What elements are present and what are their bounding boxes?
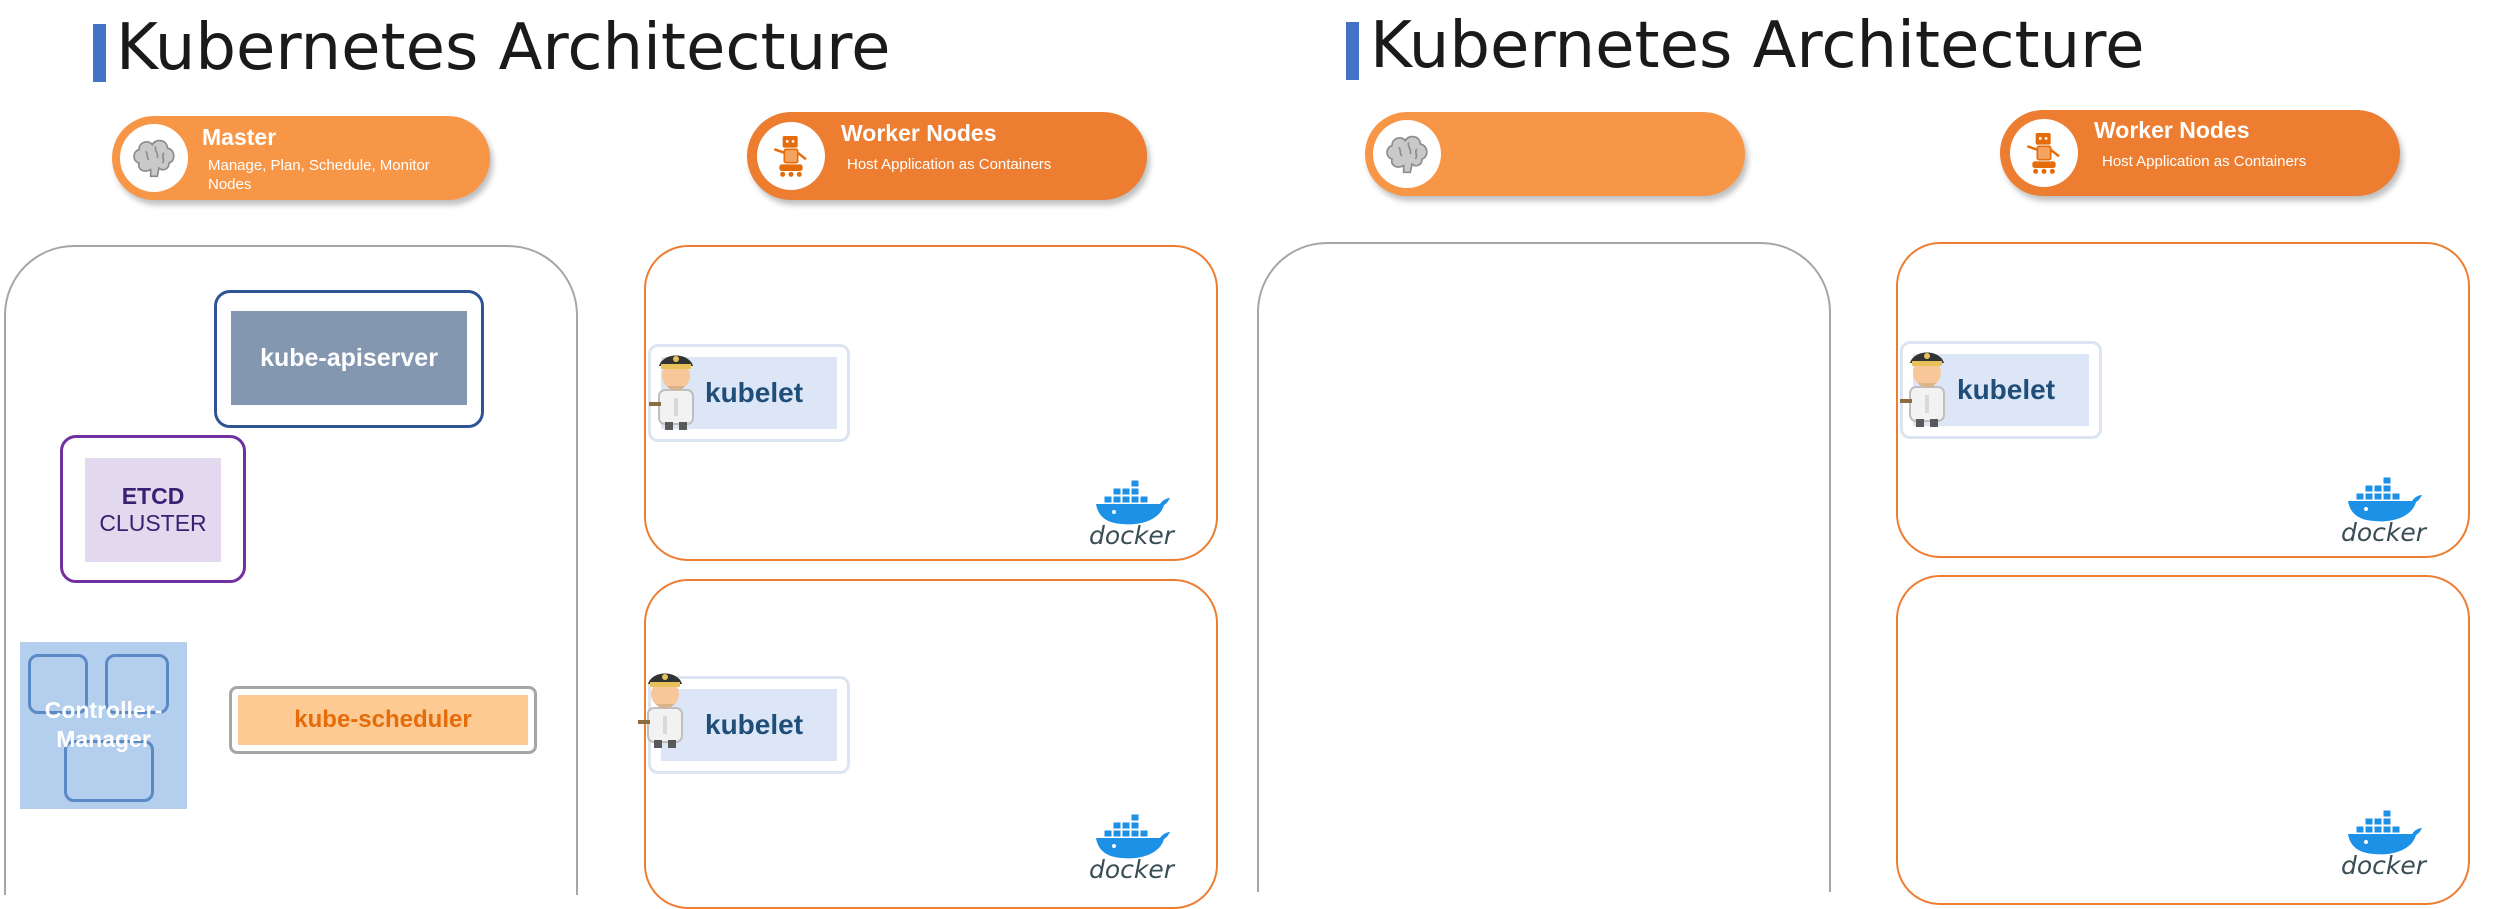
- brain-icon: [1373, 120, 1441, 188]
- controller-label: Controller-: [44, 697, 163, 723]
- manager-label: Manager: [56, 726, 151, 752]
- docker-label: docker: [1089, 521, 1175, 550]
- controller-manager: Controller- Manager: [20, 642, 187, 809]
- kube-apiserver: kube-apiserver: [214, 290, 484, 428]
- captain-icon: [634, 664, 694, 750]
- master-heading: Master: [202, 124, 277, 150]
- worker-pill: Worker Nodes Host Application as Contain…: [747, 112, 1147, 200]
- docker-label: docker: [2341, 851, 2427, 880]
- docker-label: docker: [1089, 855, 1175, 884]
- worker-node-1: [1896, 242, 2470, 558]
- kubelet-label: kubelet: [661, 689, 837, 761]
- worker-subtitle: Host Application as Containers: [2102, 153, 2307, 170]
- slide-title: Kubernetes Architecture: [1370, 9, 2145, 83]
- worker-pill: Worker Nodes Host Application as Contain…: [2000, 110, 2400, 196]
- master-pill: Master Manage, Plan, Schedule, Monitor N…: [112, 116, 490, 200]
- title-accent-bar: [93, 24, 106, 82]
- master-node-panel: [4, 245, 578, 895]
- docker-label: docker: [2341, 518, 2427, 547]
- controller-box: [105, 654, 169, 714]
- controller-box: [64, 740, 154, 802]
- worker-heading: Worker Nodes: [841, 120, 997, 146]
- kube-scheduler: kube-scheduler: [229, 686, 537, 754]
- title-accent-bar: [1346, 22, 1359, 80]
- kube-apiserver-label: kube-apiserver: [231, 311, 467, 405]
- slide-title: Kubernetes Architecture: [116, 11, 891, 85]
- robot-icon: [2010, 119, 2078, 187]
- controller-manager-label: Controller- Manager: [20, 696, 187, 754]
- robot-icon: [757, 122, 825, 190]
- worker-subtitle: Host Application as Containers: [847, 156, 1052, 173]
- etcd-cluster: ETCD CLUSTER: [60, 435, 246, 583]
- brain-icon: [120, 124, 188, 192]
- captain-icon: [645, 346, 705, 432]
- master-pill: [1365, 112, 1745, 196]
- etcd-label: ETCD: [121, 483, 185, 509]
- kube-scheduler-label: kube-scheduler: [238, 695, 528, 745]
- controller-box: [28, 654, 88, 714]
- worker-node-1: [644, 245, 1218, 561]
- etcd-cluster-label: ETCD CLUSTER: [85, 458, 221, 562]
- worker-heading: Worker Nodes: [2094, 117, 2250, 143]
- cluster-label: CLUSTER: [99, 510, 207, 536]
- master-node-panel: [1257, 242, 1831, 892]
- captain-icon: [1896, 343, 1956, 429]
- master-subtitle: Manage, Plan, Schedule, Monitor Nodes: [208, 157, 430, 193]
